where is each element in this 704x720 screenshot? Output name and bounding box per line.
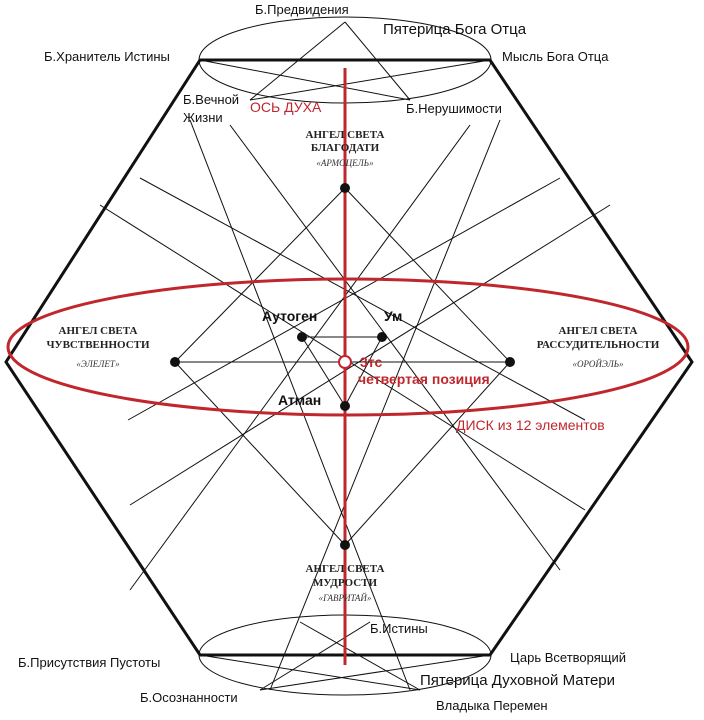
- angel-bottom-line3: «ГАВРИТАЙ»: [319, 593, 372, 603]
- label-b-nerushimosti: Б.Нерушимости: [406, 101, 502, 116]
- angel-bottom-line1: АНГЕЛ СВЕТА: [306, 563, 385, 575]
- node-bottom: [340, 540, 350, 550]
- disk-ellipse: [6, 277, 690, 417]
- node-atman: [340, 401, 350, 411]
- label-b-istiny: Б.Истины: [370, 621, 428, 636]
- label-b-osoznannosti: Б.Осознанности: [140, 690, 238, 705]
- node-um: [377, 332, 387, 342]
- node-right: [505, 357, 515, 367]
- center-circle: [338, 355, 352, 369]
- angel-right-line3: «ОРОЙЭЛЬ»: [572, 359, 624, 369]
- label-vladyka: Владыка Перемен: [436, 698, 548, 713]
- node-autogen: [297, 332, 307, 342]
- angel-bottom-line2: МУДРОСТИ: [313, 577, 378, 589]
- angel-top-line3: «АРМОЦЕЛЬ»: [316, 158, 374, 168]
- angel-left-line3: «ЭЛЕЛЕТ»: [76, 359, 120, 369]
- angel-left-line2: ЧУВСТВЕННОСТИ: [46, 339, 150, 351]
- label-top-pentad: Пятерица Бога Отца: [383, 21, 527, 38]
- label-tsar: Царь Всетворящий: [510, 650, 626, 665]
- label-b-predvideniya: Б.Предвидения: [255, 2, 349, 17]
- hexagon-outline: [4, 58, 694, 657]
- angel-left-line1: АНГЕЛ СВЕТА: [59, 325, 138, 337]
- label-disk: ДИСК из 12 элементов: [456, 417, 605, 433]
- label-mysl-boga: Мысль Бога Отца: [502, 49, 609, 64]
- node-top: [340, 183, 350, 193]
- angel-top-line2: БЛАГОДАТИ: [311, 142, 380, 154]
- label-autogen: Аутоген: [262, 308, 317, 324]
- label-trs: 3тс: [360, 354, 382, 370]
- node-left: [170, 357, 180, 367]
- label-um: Ум: [384, 308, 402, 324]
- label-b-vechnoy-2: Жизни: [183, 110, 223, 125]
- label-b-khranitel: Б.Хранитель Истины: [44, 49, 170, 64]
- label-chetvertaya: четвертая позиция: [358, 371, 490, 387]
- label-os-dukha: ОСЬ ДУХА: [250, 99, 322, 115]
- angel-right-line2: РАССУДИТЕЛЬНОСТИ: [537, 339, 660, 351]
- angel-right-line1: АНГЕЛ СВЕТА: [559, 325, 638, 337]
- nodes: [170, 183, 515, 550]
- label-atman: Атман: [278, 392, 321, 408]
- label-b-vechnoy-1: Б.Вечной: [183, 92, 239, 107]
- angel-top-line1: АНГЕЛ СВЕТА: [306, 129, 385, 141]
- label-b-prisutstviya: Б.Присутствия Пустоты: [18, 655, 160, 670]
- label-bottom-pentad: Пятерица Духовной Матери: [420, 672, 615, 689]
